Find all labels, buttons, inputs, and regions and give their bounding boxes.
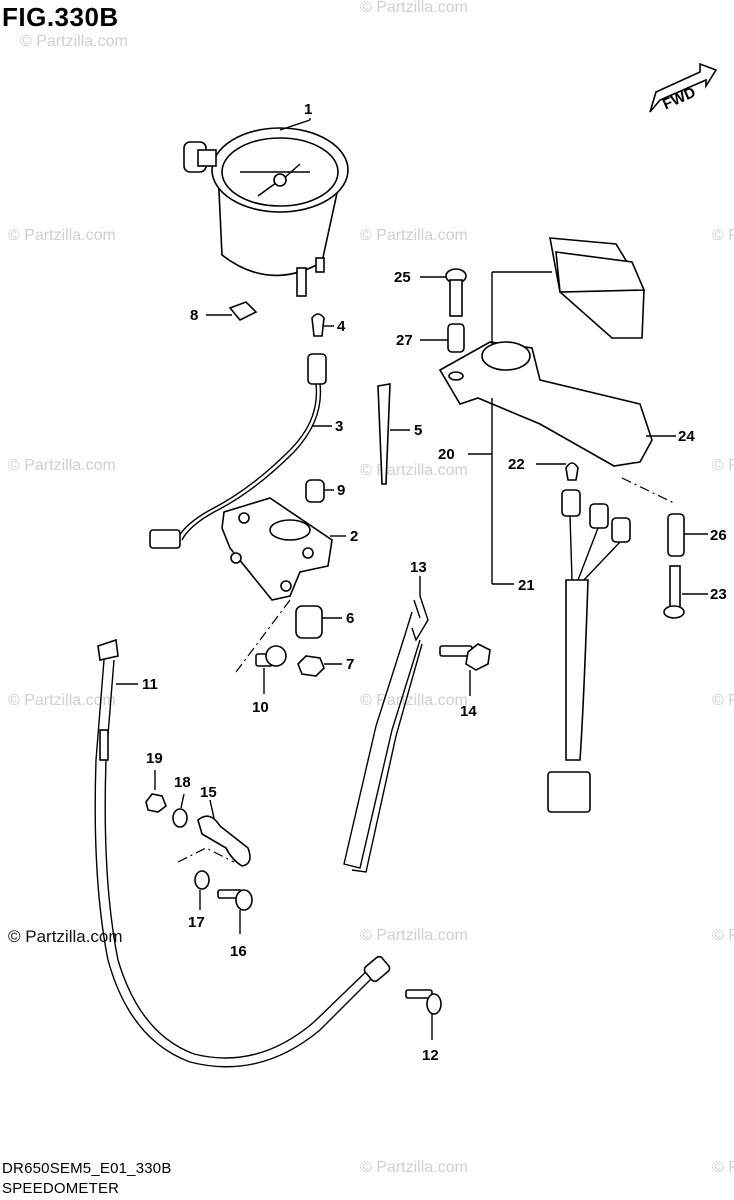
figure-title: FIG.330B — [2, 2, 119, 32]
callout-21: 21 — [518, 577, 535, 594]
svg-text:© Partzilla.com: © Partzilla.com — [712, 692, 734, 709]
svg-text:© Partzilla.com: © Partzilla.com — [360, 927, 468, 944]
callout-6: 6 — [346, 610, 354, 627]
cushion-9 — [305, 479, 325, 503]
speedometer-gauge — [183, 127, 349, 297]
diagram-name: SPEEDOMETER — [2, 1180, 120, 1197]
svg-text:© Partzilla.com: © Partzilla.com — [360, 227, 468, 244]
callout-4: 4 — [337, 318, 346, 335]
callout-7: 7 — [346, 656, 354, 673]
callout-26: 26 — [710, 527, 727, 544]
callout-3: 3 — [335, 418, 343, 435]
svg-text:© Partzilla.com: © Partzilla.com — [8, 457, 116, 474]
callout-23: 23 — [710, 586, 727, 603]
callout-9: 9 — [337, 482, 345, 499]
washer-17 — [194, 870, 210, 890]
cable-tie — [377, 383, 391, 485]
callout-12: 12 — [422, 1047, 439, 1064]
callout-16: 16 — [230, 943, 247, 960]
svg-text:© Partzilla.com: © Partzilla.com — [712, 227, 734, 244]
callout-27: 27 — [396, 332, 413, 349]
callout-8: 8 — [190, 307, 198, 324]
svg-text:© Partzilla.com: © Partzilla.com — [360, 462, 468, 479]
callout-25: 25 — [394, 269, 411, 286]
nut-7 — [297, 655, 325, 677]
callout-22: 22 — [508, 456, 525, 473]
callout-24: 24 — [678, 428, 695, 445]
svg-text:© Partzilla.com: © Partzilla.com — [360, 1159, 468, 1176]
nut-19 — [145, 793, 167, 813]
cushion-pad — [228, 301, 258, 321]
svg-text:© Partzilla.com: © Partzilla.com — [712, 1159, 734, 1176]
callout-10: 10 — [252, 699, 269, 716]
svg-text:© Partzilla.com: © Partzilla.com — [712, 927, 734, 944]
svg-text:© Partzilla.com: © Partzilla.com — [712, 457, 734, 474]
collar-26 — [667, 513, 685, 557]
speedometer-cable — [94, 638, 391, 1068]
svg-text:© Partzilla.com: © Partzilla.com — [8, 227, 116, 244]
screw-25 — [445, 268, 467, 317]
callout-20: 20 — [438, 446, 455, 463]
clamp-15 — [197, 815, 251, 867]
guide-13 — [343, 595, 429, 869]
screw-12 — [405, 989, 442, 1015]
meter-bracket — [221, 497, 333, 601]
svg-text:© Partzilla.com: © Partzilla.com — [8, 692, 116, 709]
callout-5: 5 — [414, 422, 422, 439]
socket-wire-3 — [149, 353, 327, 549]
bulb-22 — [565, 462, 579, 481]
callout-19: 19 — [146, 750, 163, 767]
svg-text:© Partzilla.com: © Partzilla.com — [20, 33, 128, 50]
fwd-arrow-icon: FWD — [649, 62, 718, 113]
callout-13: 13 — [410, 559, 427, 576]
watermark-strong: © Partzilla.com — [8, 927, 123, 946]
washer-18 — [172, 808, 188, 828]
indicator-housing — [438, 237, 653, 467]
socket-harness-21 — [547, 489, 631, 813]
svg-text:© Partzilla.com: © Partzilla.com — [360, 0, 468, 16]
callout-2: 2 — [350, 528, 358, 545]
callout-17: 17 — [188, 914, 205, 931]
callout-14: 14 — [460, 703, 477, 720]
bolt-14 — [439, 643, 491, 671]
callout-1: 1 — [304, 101, 312, 118]
screw-23 — [663, 565, 685, 619]
watermark-layer: © Partzilla.com © Partzilla.com © Partzi… — [8, 0, 734, 1176]
bulb-4 — [311, 313, 325, 337]
cushion-6 — [295, 605, 323, 639]
callout-11: 11 — [142, 676, 158, 693]
callout-18: 18 — [174, 774, 191, 791]
bolt-10 — [255, 645, 287, 667]
diagram-code: DR650SEM5_E01_330B — [2, 1160, 172, 1177]
callout-15: 15 — [200, 784, 217, 801]
collar-27 — [447, 323, 465, 353]
svg-text:© Partzilla.com: © Partzilla.com — [360, 692, 468, 709]
bolt-16 — [217, 889, 253, 911]
